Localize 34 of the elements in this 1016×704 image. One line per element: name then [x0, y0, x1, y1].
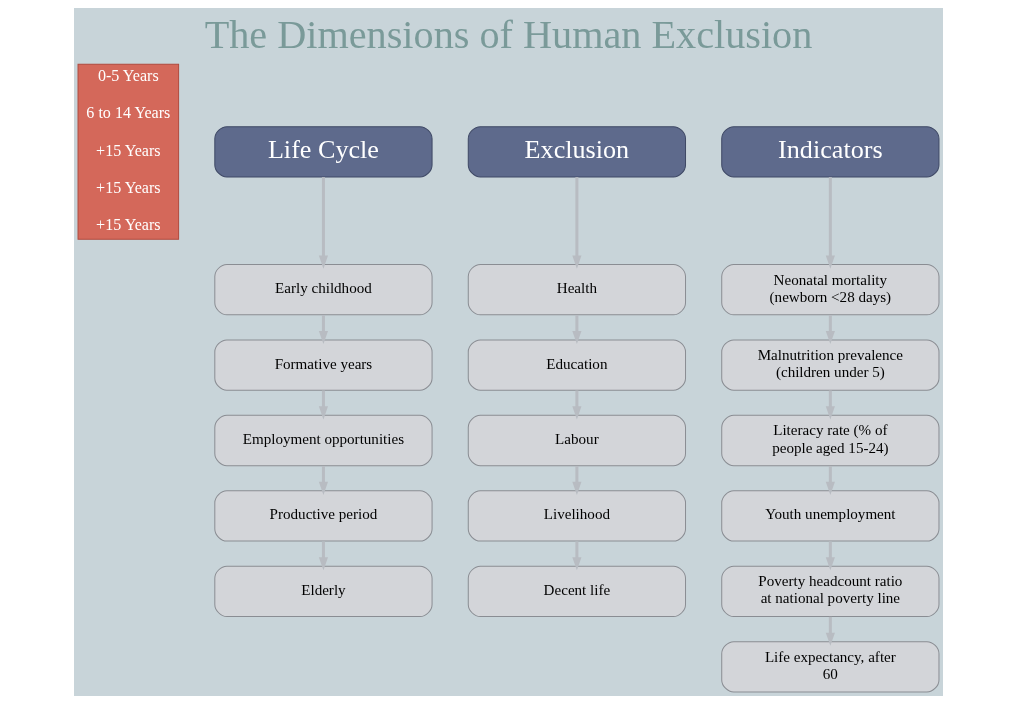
node-box: Malnutrition prevalence (children under 5)	[720, 339, 939, 391]
arrow	[571, 177, 581, 269]
arrow	[318, 465, 328, 495]
node-box: Youth unemployment	[720, 490, 939, 542]
node-box: Education	[467, 339, 686, 391]
node-box: Life Cycle	[213, 126, 433, 178]
arrow	[825, 541, 835, 571]
node-box: Indicators	[720, 126, 939, 178]
node-box: Livelihood	[467, 490, 686, 542]
arrow	[571, 315, 581, 345]
node-box: Formative years	[213, 339, 433, 391]
node-box: Productive period	[213, 490, 433, 542]
node-box: Literacy rate (% of people aged 15-24)	[720, 414, 939, 467]
arrow	[318, 541, 328, 571]
arrow	[825, 465, 835, 495]
node-box: Exclusion	[467, 126, 686, 178]
arrow	[318, 315, 328, 345]
node-box: Elderly	[213, 565, 433, 618]
arrow	[825, 177, 835, 269]
node-box: Health	[467, 264, 686, 316]
arrow	[571, 465, 581, 495]
node-box: Life expectancy, after 60	[720, 641, 939, 693]
node-box: Early childhood	[213, 264, 433, 316]
node-box: Neonatal mortality (newborn <28 days)	[720, 264, 939, 316]
node-box: Labour	[467, 414, 686, 467]
arrow	[825, 616, 835, 646]
node-box: Poverty headcount ratio at national poverty line	[720, 565, 939, 618]
node-box: Employment opportunities	[213, 414, 433, 467]
node-box: 0-5 Years 6 to 14 Years +15 Years +15 Years +15 Years	[77, 63, 179, 240]
node-box: Decent life	[467, 565, 686, 618]
arrow	[318, 177, 328, 269]
arrow	[825, 315, 835, 345]
diagram-title: The Dimensions of Human Exclusion	[204, 12, 812, 58]
arrow	[571, 541, 581, 571]
